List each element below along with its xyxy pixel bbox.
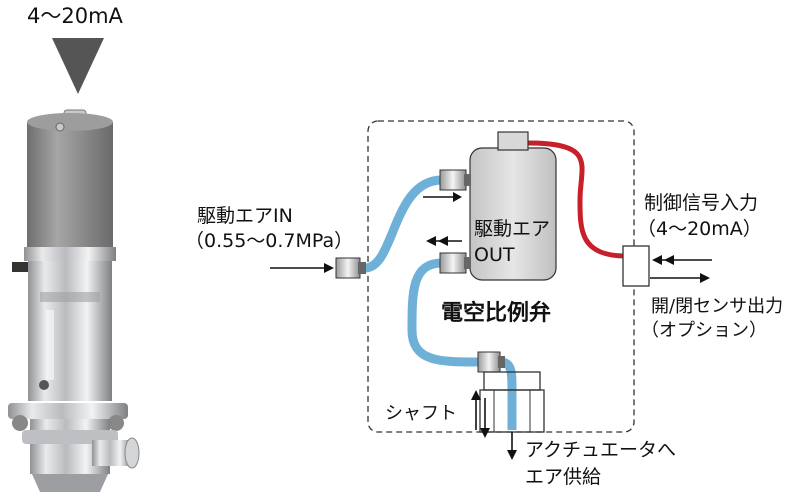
signal-connector [622, 245, 650, 287]
air-out-pipe [407, 258, 483, 367]
air-out-label-1: 駆動エア [474, 218, 551, 240]
air-in-pipe [360, 175, 447, 273]
valve-label: 電空比例弁 [441, 301, 552, 326]
signal-label: 4～20mA [27, 4, 123, 28]
signal-wire [527, 140, 627, 259]
shaft-label: シャフト [385, 403, 457, 424]
air-in-fitting [335, 257, 366, 279]
air-out-label-2: OUT [474, 244, 515, 266]
control-signal-label: 制御信号入力 [644, 192, 759, 214]
actuator-supply-label-2: エア供給 [525, 466, 602, 488]
valve-top-connector [497, 131, 529, 151]
signal-arrow-icon [52, 38, 104, 94]
control-signal-range: （4～20mA） [637, 218, 762, 240]
actuator-supply-label-1: アクチュエータへ [525, 439, 677, 461]
valve-out-fitting [439, 252, 471, 274]
sensor-output-option: （オプション） [641, 320, 767, 341]
air-in-pressure: （0.55～0.7MPa） [185, 230, 354, 252]
sensor-output-label: 開/閉センサ出力 [651, 296, 784, 317]
valve-in-fitting [439, 169, 471, 191]
valve-product-image [8, 109, 140, 492]
air-in-label: 駆動エアIN [197, 205, 293, 227]
actuator-fitting [477, 351, 505, 373]
